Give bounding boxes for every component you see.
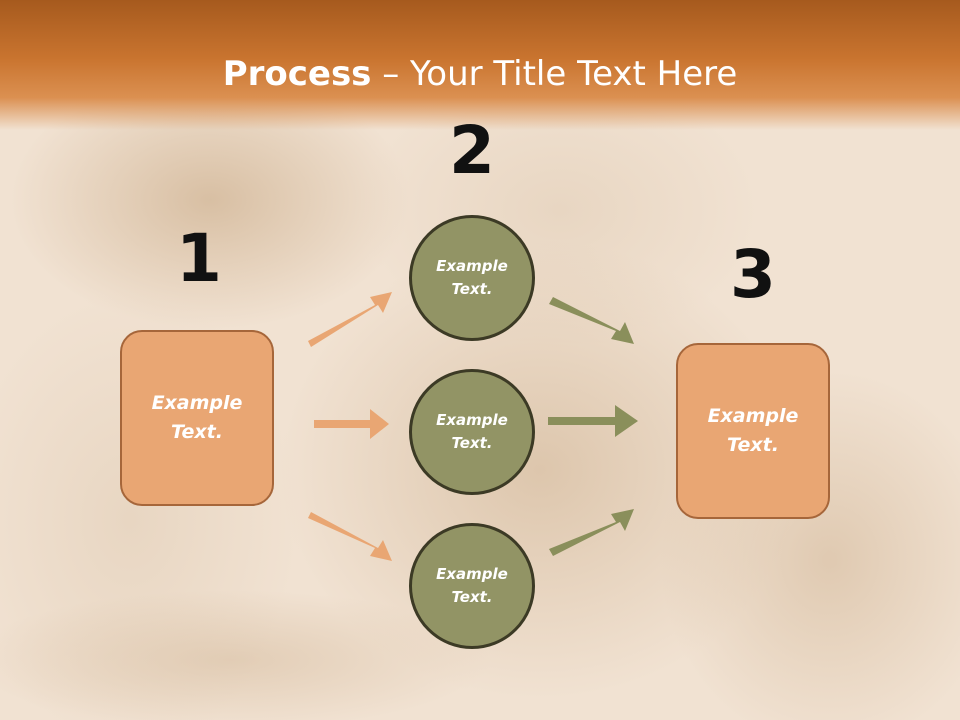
arrow-2-to-3-bottom <box>549 509 634 556</box>
step-2-label-top: Example Text. <box>436 257 508 298</box>
title-rest: – Your Title Text Here <box>371 54 738 94</box>
slide-title: Process – Your Title Text Here <box>0 52 960 96</box>
step-2-circle-middle: Example Text. <box>409 369 535 495</box>
step-2-label-bottom: Example Text. <box>436 565 508 606</box>
arrow-1-to-2-top <box>308 292 392 347</box>
step-1-box: Example Text. <box>120 330 274 506</box>
step-1-number: 1 <box>176 220 222 297</box>
title-bold: Process <box>222 54 372 94</box>
arrow-1-to-2-middle <box>314 409 389 439</box>
step-2-number: 2 <box>449 112 495 189</box>
step-3-box: Example Text. <box>676 343 830 519</box>
step-1-label: Example Text. <box>151 392 243 443</box>
step-3-number: 3 <box>730 236 776 313</box>
arrow-2-to-3-middle <box>548 405 638 437</box>
arrow-1-to-2-bottom <box>308 512 392 561</box>
step-3-label: Example Text. <box>707 405 799 456</box>
step-2-circle-top: Example Text. <box>409 215 535 341</box>
step-2-circle-bottom: Example Text. <box>409 523 535 649</box>
arrow-2-to-3-top <box>549 297 634 344</box>
step-2-label-middle: Example Text. <box>436 411 508 452</box>
title-bar <box>0 0 960 130</box>
